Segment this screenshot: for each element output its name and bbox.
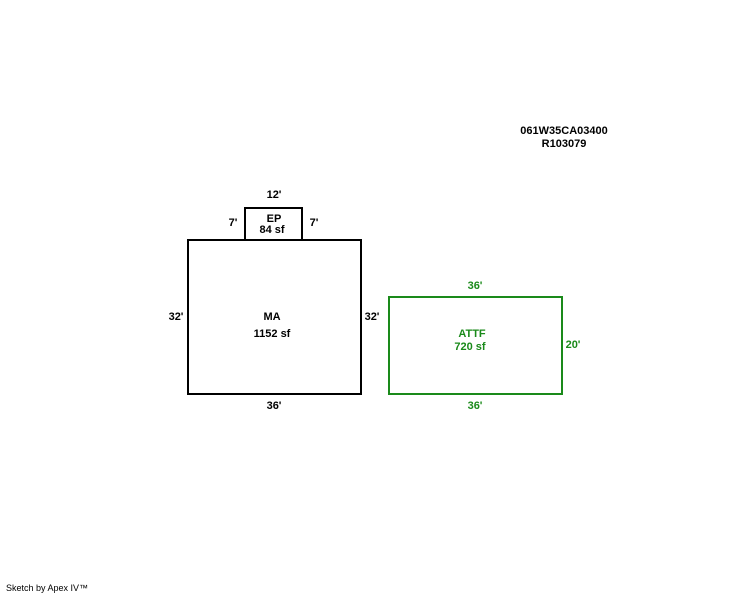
attf-dim-bottom: 36': [467, 400, 483, 412]
ma-dim-bottom: 36': [266, 400, 282, 412]
ep-dim-left: 7': [228, 217, 238, 229]
ep-outline: [244, 207, 303, 241]
ep-dim-top: 12': [266, 189, 282, 201]
ep-area: 84 sf: [259, 224, 285, 236]
parcel-id: 061W35CA03400: [520, 125, 608, 137]
attf-outline: [388, 296, 563, 395]
attf-dim-right: 20': [565, 339, 581, 351]
attf-dim-top: 36': [467, 280, 483, 292]
attf-code: ATTF: [458, 328, 486, 340]
parcel-info: 061W35CA03400 R103079: [520, 125, 607, 151]
ma-dim-right: 32': [364, 311, 380, 323]
ma-outline: [187, 239, 362, 395]
ma-dim-left: 32': [168, 311, 184, 323]
ma-area: 1152 sf: [253, 328, 291, 340]
sketch-credit: Sketch by Apex IV™: [6, 583, 89, 593]
ma-code: MA: [263, 311, 281, 323]
ep-dim-right: 7': [309, 217, 319, 229]
ep-code: EP: [266, 213, 282, 225]
parcel-account: R103079: [541, 138, 587, 150]
attf-area: 720 sf: [454, 341, 486, 353]
